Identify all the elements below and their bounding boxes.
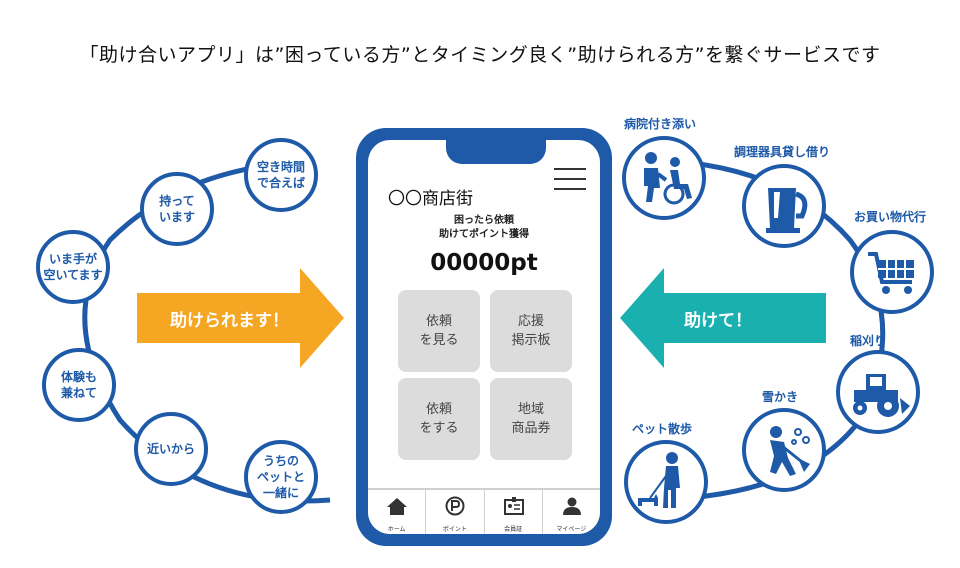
tile-view-requests[interactable]: 依頼 を見る (398, 290, 480, 372)
member-card-icon (503, 497, 524, 515)
tab-mypage-label: マイページ (556, 526, 587, 533)
service-label-shopping: お買い物代行 (854, 210, 927, 224)
tab-points-label: ポイント (442, 526, 467, 533)
wheelchair-assist-icon (644, 152, 692, 205)
service-label-harvest: 稲刈り (850, 334, 887, 348)
headline: 「助け合いアプリ」は”困っている方”とタイミング良く”助けられる方”を繋ぐサービ… (79, 44, 881, 66)
service-label-hospital: 病院付き添い (624, 117, 697, 131)
left-arrow-label: 助けられます！ (170, 311, 289, 331)
service-harvest (836, 350, 920, 434)
helper-bubble-with-pet: うちの ペットと 一緒に (244, 440, 318, 514)
service-label-snow: 雪かき (762, 390, 799, 404)
helper-bubble-have-item: 持って います (140, 172, 214, 246)
helper-bubble-hands-free: いま手が 空いてます (36, 230, 110, 304)
shopping-cart-icon (868, 252, 914, 294)
phone-screen: 〇〇商店街 困ったら依頼 助けてポイント獲得 00000pt 依頼 を見る 応援… (368, 140, 600, 534)
hamburger-menu-icon[interactable] (554, 168, 586, 190)
points-balance: 00000pt (430, 250, 538, 276)
phone-notch (446, 140, 546, 164)
right-arrow-label: 助けて！ (684, 311, 752, 331)
service-pet (624, 440, 708, 524)
helper-bubble-free-time: 空き時間 で合えば (244, 138, 318, 212)
user-icon (562, 497, 581, 515)
right-arrow (620, 268, 826, 368)
service-cookware (742, 164, 826, 248)
point-icon (445, 496, 465, 516)
service-label-pet: ペット散歩 (632, 422, 693, 436)
tile-local-voucher[interactable]: 地域 商品券 (490, 378, 572, 460)
tab-points[interactable]: ポイント (426, 490, 485, 534)
dog-walk-icon (638, 452, 680, 508)
service-hospital (622, 136, 706, 220)
tab-member-card[interactable]: 会員証 (485, 490, 543, 534)
left-arrow (137, 268, 344, 368)
service-snow (742, 408, 826, 492)
kettle-icon (766, 188, 808, 233)
tile-make-request[interactable]: 依頼 をする (398, 378, 480, 460)
app-title: 〇〇商店街 (388, 189, 473, 209)
home-icon (387, 498, 407, 515)
tile-support-board[interactable]: 応援 掲示板 (490, 290, 572, 372)
tab-home-label: ホーム (387, 526, 406, 533)
snow-shovel-icon (770, 426, 810, 476)
helper-bubble-nearby: 近いから (134, 412, 208, 486)
tractor-icon (853, 374, 910, 417)
tab-bar: ホーム ポイント 会員証 (368, 488, 600, 534)
tab-member-card-label: 会員証 (504, 526, 523, 533)
helper-bubble-experience: 体験も 兼ねて (42, 348, 116, 422)
tab-mypage[interactable]: マイページ (543, 490, 600, 534)
tab-home[interactable]: ホーム (368, 490, 427, 534)
app-tagline: 困ったら依頼 助けてポイント獲得 (439, 215, 529, 240)
service-shopping (850, 230, 934, 314)
phone-mockup: 〇〇商店街 困ったら依頼 助けてポイント獲得 00000pt 依頼 を見る 応援… (356, 128, 612, 546)
service-label-cookware: 調理器具貸し借り (734, 145, 831, 159)
